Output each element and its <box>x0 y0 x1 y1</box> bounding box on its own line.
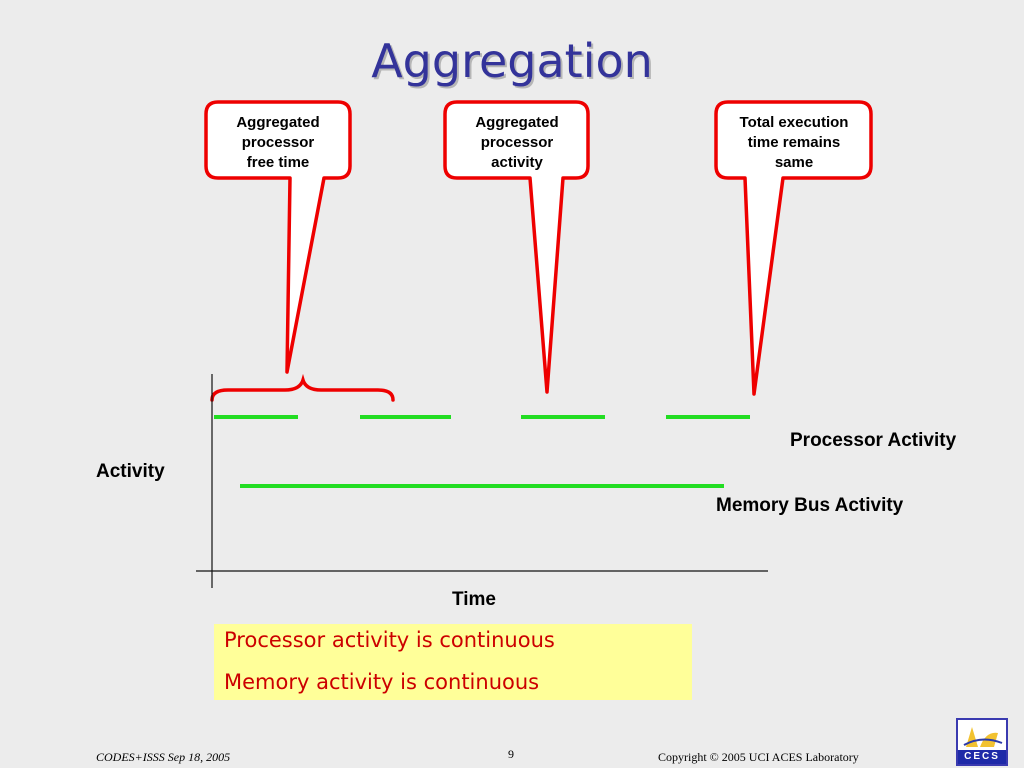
callout-3-text: Total execution time remains same <box>718 113 870 173</box>
footer-conference: CODES+ISSS Sep 18, 2005 <box>96 750 231 764</box>
callout-processor-activity <box>443 100 590 394</box>
logo-text: CECS <box>958 750 1006 764</box>
callout-3-line-3: same <box>774 154 814 171</box>
note-memory: Memory activity is continuous <box>224 670 540 694</box>
logo-emblem-icon <box>963 727 1003 747</box>
footer-left: CODES+ISSS Sep 18, 2005 <box>96 750 230 765</box>
processor-activity-label: Processor Activity <box>790 430 957 451</box>
callout-1-line-2: processor <box>241 134 315 151</box>
callout-1-line-1: Aggregated <box>236 114 320 131</box>
x-axis-label: Time <box>452 589 497 610</box>
callout-2-text: Aggregated processor activity <box>444 113 590 173</box>
callout-3-line-2: time remains <box>747 134 841 151</box>
memory-bus-label: Memory Bus Activity <box>716 495 904 516</box>
slide-title: Aggregation <box>371 34 653 88</box>
y-axis-label: Activity <box>96 461 165 482</box>
footer-copyright: Copyright © 2005 UCI ACES Laboratory <box>658 750 859 764</box>
callout-free-time <box>204 100 352 374</box>
callout-total-time <box>714 100 873 396</box>
callout-3-line-1: Total execution <box>739 114 849 131</box>
callout-2-line-1: Aggregated <box>475 114 559 131</box>
callout-1-line-3: free time <box>246 154 310 171</box>
footer-page-number: 9 <box>508 747 514 761</box>
notes-box: Processor activity is continuous Memory … <box>214 624 692 700</box>
callout-2-line-2: processor <box>480 134 554 151</box>
free-time-brace <box>210 373 395 402</box>
note-processor: Processor activity is continuous <box>224 628 555 652</box>
callout-2-line-3: activity <box>491 154 543 171</box>
callout-1-text: Aggregated processor free time <box>205 113 351 173</box>
cecs-logo: CECS <box>956 718 1008 766</box>
